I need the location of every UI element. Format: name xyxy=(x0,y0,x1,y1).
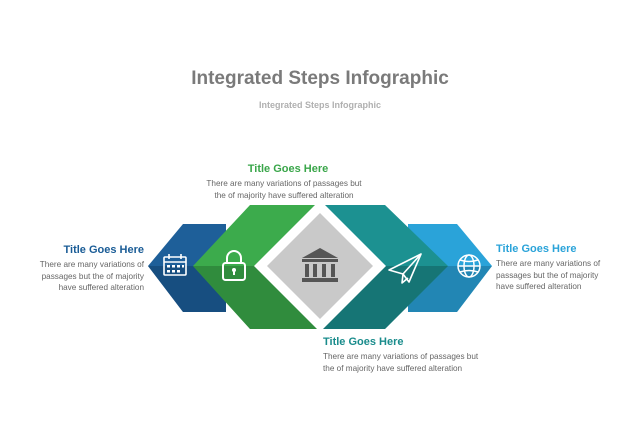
bank-building-icon xyxy=(302,248,338,282)
step-1-desc-line: have suffered alteration xyxy=(58,283,144,292)
page-title: Integrated Steps Infographic xyxy=(191,68,449,89)
step-4-desc-line: have suffered alteration xyxy=(496,282,582,291)
center-diamond xyxy=(267,213,373,319)
step-3-desc-line: There are many variations of passages bu… xyxy=(323,352,479,361)
step-4-text: Title Goes Here There are many variation… xyxy=(496,243,626,293)
step-2-text: Title Goes Here There are many variation… xyxy=(150,163,418,201)
step-1-desc-line: There are many variations of xyxy=(39,260,144,269)
step-2-desc-line: the of majority have suffered alteration xyxy=(214,190,354,200)
step-1-title: Title Goes Here xyxy=(63,244,145,256)
step-3-title: Title Goes Here xyxy=(323,336,404,348)
step-1-desc: There are many variations of passages bu… xyxy=(20,259,144,294)
step-1-text: Title Goes Here There are many variation… xyxy=(20,244,144,294)
step-3-desc: There are many variations of passages bu… xyxy=(323,351,523,374)
step-4-desc: There are many variations of passages bu… xyxy=(496,258,626,293)
paper-plane-icon xyxy=(388,253,422,284)
step-4-desc-line: There are many variations of xyxy=(496,259,601,268)
step-1-desc-line: passages but the of majority xyxy=(41,271,144,281)
calendar-icon xyxy=(163,254,187,276)
globe-icon xyxy=(457,254,481,278)
step-2-desc-line: There are many variations of passages bu… xyxy=(206,179,362,188)
step-2-desc: There are many variations of passages bu… xyxy=(150,178,418,201)
step-4-desc-line: passages but the of majority xyxy=(496,270,599,280)
step-3-desc-line: the of majority have suffered alteration xyxy=(323,363,463,373)
page-subtitle: Integrated Steps Infographic xyxy=(258,100,381,110)
step-3-text: Title Goes Here There are many variation… xyxy=(323,336,523,374)
step-4-title: Title Goes Here xyxy=(496,243,577,255)
step-2-title: Title Goes Here xyxy=(247,163,329,175)
lock-icon xyxy=(222,250,246,281)
